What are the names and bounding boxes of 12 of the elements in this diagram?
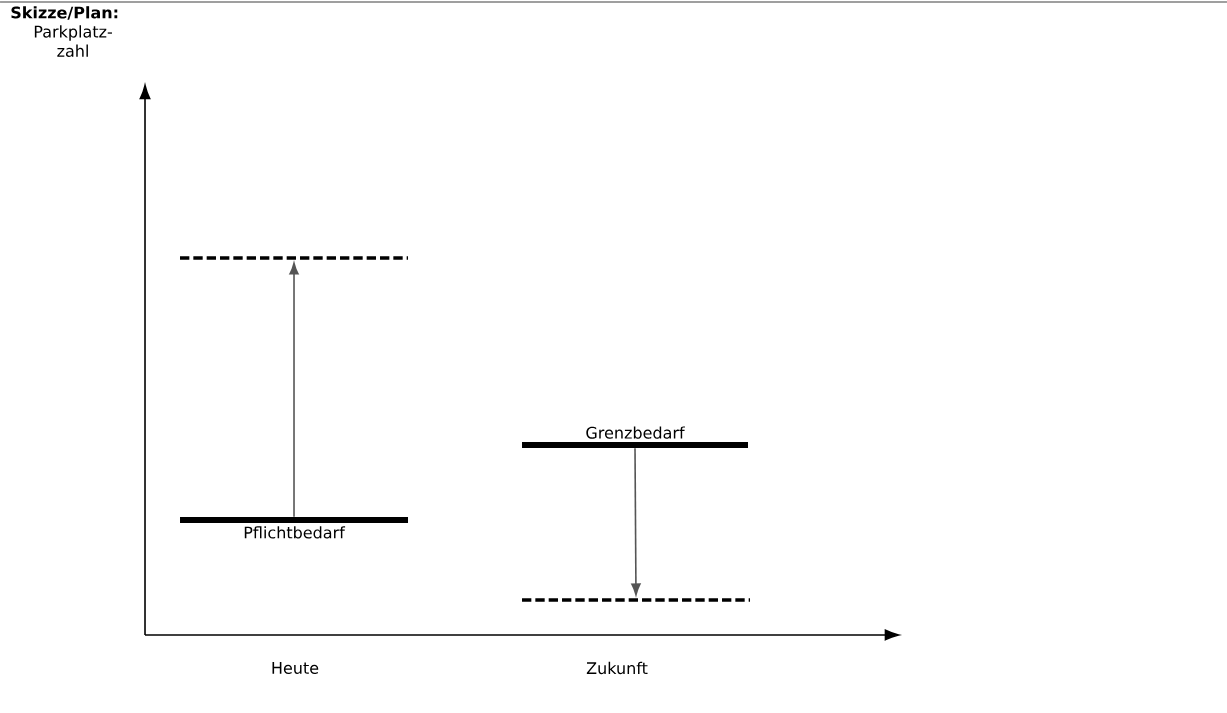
arrow [289, 262, 299, 518]
solid-bar: Pflichtbedarf [180, 517, 408, 539]
node-label: Pflichtbedarf [244, 526, 346, 539]
node-label: Grenzbedarf [586, 426, 685, 439]
dashed-line [522, 598, 750, 602]
axis-label: Heute [272, 662, 319, 674]
title: Skizze/Plan: [11, 6, 118, 20]
solid-bar: Grenzbedarf [522, 426, 748, 448]
dashed-line [180, 256, 408, 260]
axis-label: Zukunft [586, 661, 648, 675]
axis-label: Parkplatz- zahl [34, 25, 112, 57]
arrow [631, 447, 641, 596]
